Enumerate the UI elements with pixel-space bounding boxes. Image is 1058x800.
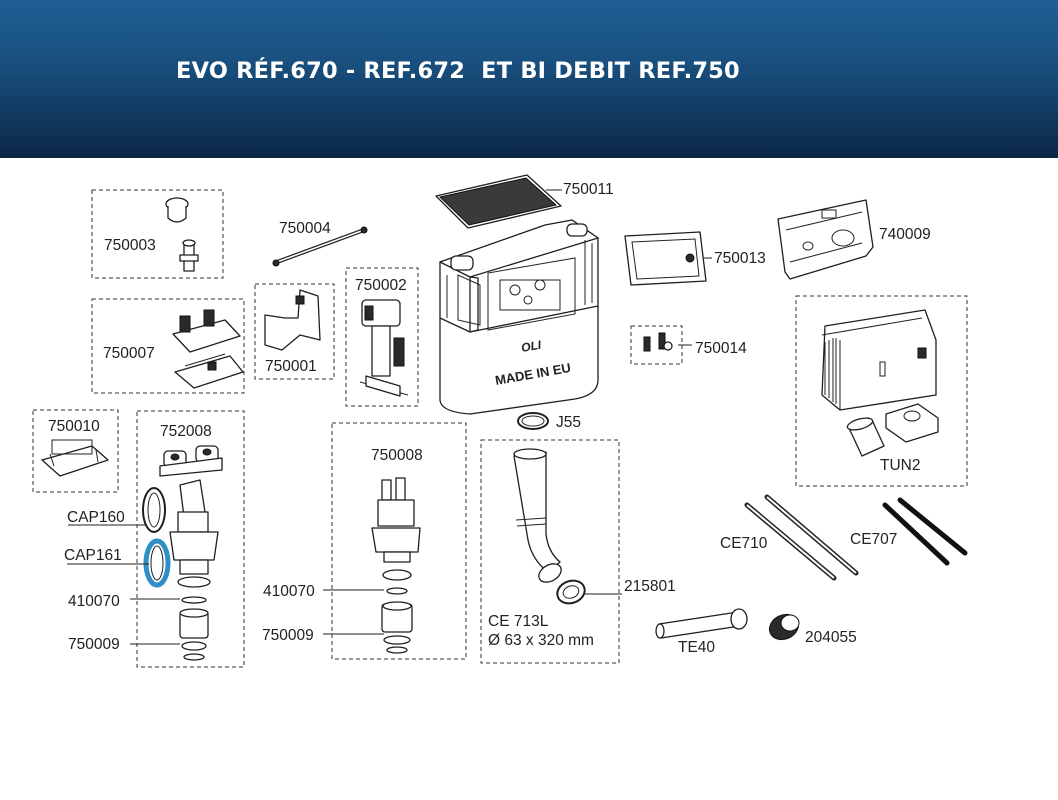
part-ce713l-pipe [513,448,562,583]
part-tun2-sleeve [846,417,885,457]
group-box-750007 [91,298,245,394]
group-box-750002 [345,267,419,407]
group-box-ce713l [480,439,620,664]
part-ce710-bolts [744,494,859,581]
part-750010 [41,439,109,477]
label-tun2: TUN2 [880,457,920,474]
part-750001-part [264,289,321,351]
part-750002-valve [359,299,409,397]
label-cap161: CAP161 [64,547,122,564]
label-410070-mid: 410070 [263,583,315,600]
part-ce707-bolts [882,497,968,566]
label-750010: 750010 [48,418,100,435]
label-750009-mid: 750009 [262,627,314,644]
label-752008: 752008 [160,423,212,440]
group-box-tun2 [795,295,968,487]
cistern-tank [439,219,599,415]
part-204055-nut [768,613,800,641]
part-750009-mid [381,601,413,654]
part-740009-bracket [777,199,874,280]
label-750004: 750004 [279,220,331,237]
label-cap160: CAP160 [67,509,125,526]
part-750014-clips [643,332,673,352]
label-750002: 750002 [355,277,407,294]
part-tun2-box [821,309,937,411]
label-410070-left: 410070 [68,593,120,610]
group-box-750001 [254,283,335,380]
label-te40: TE40 [678,639,715,656]
label-750007: 750007 [103,345,155,362]
label-ce710: CE710 [720,535,768,552]
part-750004-rod [272,226,368,267]
label-750009-left: 750009 [68,636,120,653]
label-ce713l-dimension: Ø 63 x 320 mm [488,632,594,649]
label-740009: 740009 [879,226,931,243]
group-box-750003 [91,189,224,279]
group-box-750014 [630,325,683,365]
part-750007-mechanism [172,309,244,389]
label-215801: 215801 [624,578,676,595]
label-750011: 750011 [563,181,614,198]
group-box-750008 [331,422,467,660]
group-box-752008 [136,410,245,668]
part-215801-ring [556,579,586,605]
header-banner: EVO RÉF.670 - REF.672 ET BI DEBIT REF.75… [0,0,1058,158]
label-750008: 750008 [371,447,423,464]
part-j55-ring [517,412,549,430]
label-750013: 750013 [714,250,766,267]
label-750003: 750003 [104,237,156,254]
label-ce707: CE707 [850,531,897,548]
label-ce713l: CE 713L [488,613,549,630]
part-cap160-ring [142,487,166,533]
part-te40-pipe [655,608,748,639]
label-750014: 750014 [695,340,747,357]
part-752008-top [159,445,223,477]
group-box-750010 [32,409,119,493]
tank-brand-label: OLI [520,338,543,355]
label-j55: J55 [556,414,581,431]
page-title: EVO RÉF.670 - REF.672 ET BI DEBIT REF.75… [176,58,740,84]
label-750001: 750001 [265,358,317,375]
part-752008-body [169,479,219,604]
part-750008-valve [371,477,421,595]
part-750009-left [179,608,209,661]
part-cap161-ring [143,538,171,588]
part-750013-frame [624,231,712,286]
part-tun2-block [885,403,939,443]
label-204055: 204055 [805,629,857,646]
part-750003-fittings [165,197,199,272]
part-750011-plate [435,174,562,229]
